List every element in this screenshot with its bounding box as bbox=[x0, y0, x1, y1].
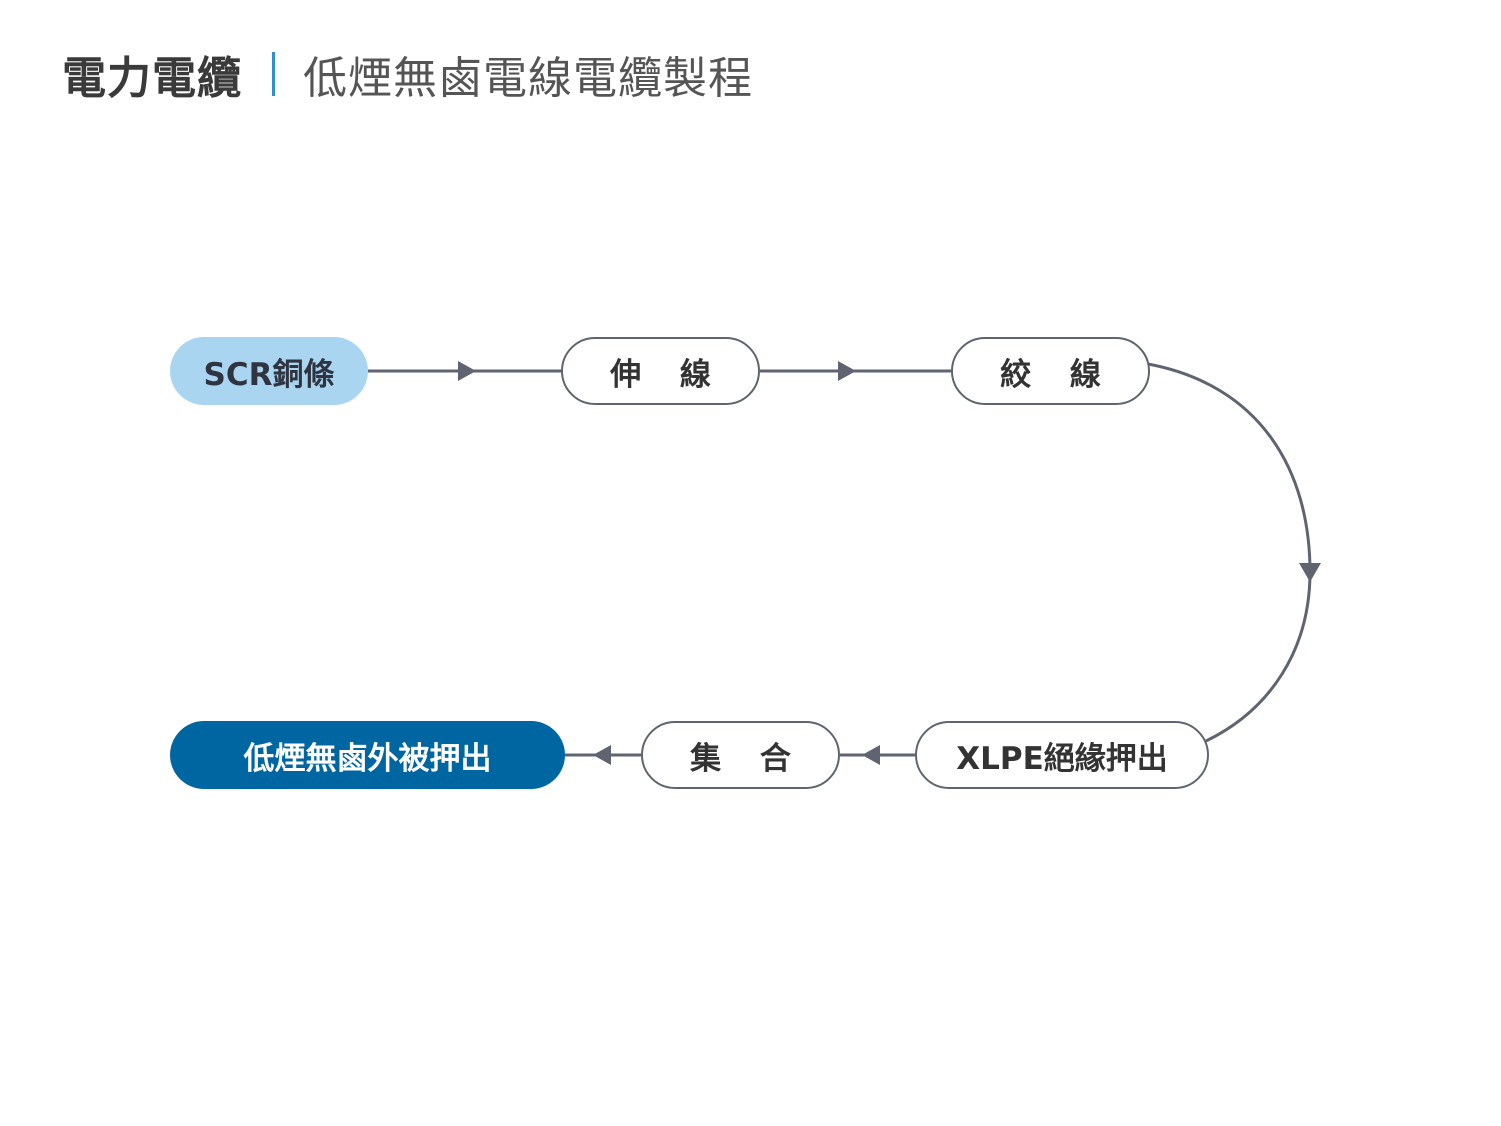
flow-step-sheath: 低煙無鹵外被押出 bbox=[170, 721, 565, 789]
page-header: 電力電纜 低煙無鹵電線電纜製程 bbox=[62, 44, 753, 104]
arrowhead-left-icon bbox=[862, 745, 880, 765]
flow-step-assembly: 集 合 bbox=[641, 721, 840, 789]
flow-step-xlpe: XLPE絕緣押出 bbox=[915, 721, 1209, 789]
arrowhead-right-icon bbox=[838, 361, 856, 381]
flow-step-drawing: 伸 線 bbox=[561, 337, 760, 405]
flow-step-stranding: 絞 線 bbox=[951, 337, 1150, 405]
arrowhead-left-icon bbox=[593, 745, 611, 765]
flow-step-scr: SCR銅條 bbox=[170, 337, 368, 405]
page-subtitle: 低煙無鹵電線電纜製程 bbox=[303, 53, 753, 104]
title-divider bbox=[272, 52, 275, 96]
page-title: 電力電纜 bbox=[62, 53, 242, 104]
arrowhead-down-icon bbox=[1299, 563, 1321, 582]
arrowhead-right-icon bbox=[458, 361, 476, 381]
connector-stranding-to-xlpe bbox=[1147, 362, 1312, 743]
